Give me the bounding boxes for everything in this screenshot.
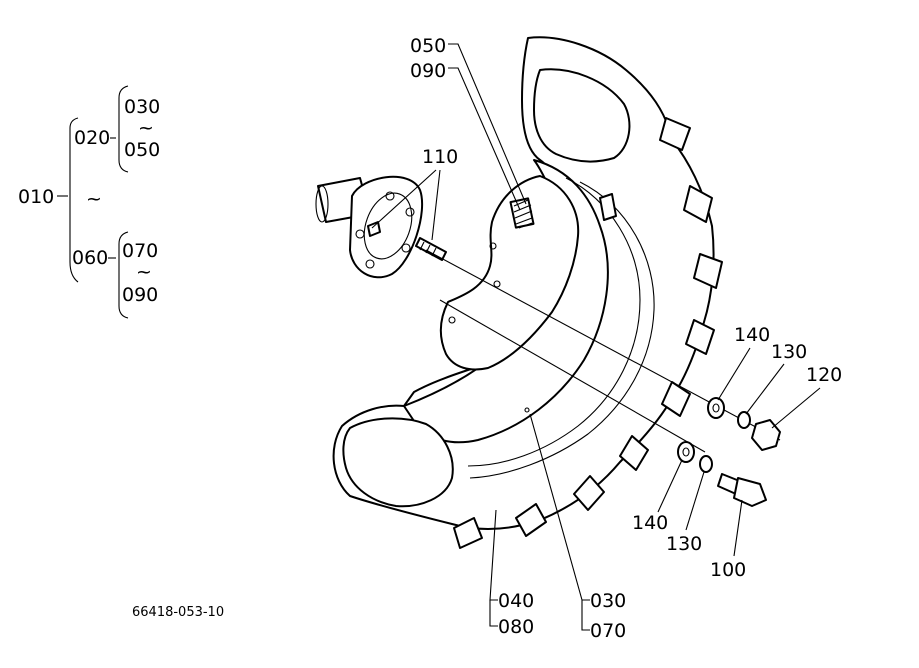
disc-center-point [524, 407, 530, 413]
lock-washer-130-lower [699, 455, 713, 473]
valve-hatch [513, 199, 533, 229]
disc-bolt-hole [493, 280, 501, 288]
callout-140-upper: 140 [734, 324, 770, 346]
assembly-axis-lower [439, 299, 706, 453]
washer-hole [682, 447, 690, 457]
wheel-lug [659, 117, 691, 151]
washer-140-lower [677, 441, 695, 463]
stud-bolt-thread [419, 241, 437, 257]
callouts: 050 090 110 140 130 120 140 130 100 040 … [371, 35, 842, 642]
bolt-100-head [733, 477, 767, 507]
callout-130-upper: 130 [771, 341, 807, 363]
tree-group-a-tilde: ~ [138, 117, 154, 139]
wheel-lug [453, 517, 483, 549]
callout-140-lower: 140 [632, 512, 668, 534]
wheel-lug-upper [533, 68, 631, 163]
tree-root-brace [69, 117, 79, 283]
wheel-lug-lower [342, 417, 454, 508]
wheel-rim-band-outer [469, 181, 655, 479]
leader-090 [448, 67, 521, 211]
stud-bolt-110 [415, 237, 447, 261]
leader-130-lower [685, 471, 705, 531]
tree-root-label: 010 [18, 186, 54, 208]
wheel-lug [573, 475, 605, 511]
tree-root-tilde: ~ [86, 188, 102, 210]
leader-110-b [431, 169, 441, 241]
washer-140-upper [707, 397, 725, 419]
callout-120: 120 [806, 364, 842, 386]
hub-bolt-hole [355, 229, 365, 239]
callout-040: 040 [498, 590, 534, 612]
valve-stem [599, 193, 617, 221]
tree-group-b-label: 060 [72, 247, 108, 269]
leader-110-a [371, 169, 437, 229]
wheel-lug [683, 185, 713, 223]
washer-hole [712, 403, 720, 413]
drawing-number: 66418-053-10 [132, 605, 224, 620]
callout-030: 030 [590, 590, 626, 612]
callout-130-lower: 130 [666, 533, 702, 555]
tree-group-b-to: 090 [122, 284, 158, 306]
callout-080: 080 [498, 616, 534, 638]
wheel-lug [693, 253, 723, 289]
tree-group-b-tilde: ~ [136, 261, 152, 283]
leader-140-upper [717, 347, 751, 401]
wheel-assembly [332, 36, 723, 549]
tree-group-a-label: 020 [74, 127, 110, 149]
fasteners [677, 397, 781, 507]
leader-080 [489, 600, 498, 627]
axle-shaft-end [315, 185, 329, 223]
hub-bolt-hole [385, 191, 395, 201]
hub-center [363, 192, 413, 260]
leader-070 [581, 600, 590, 631]
axle-hub [315, 175, 424, 279]
callout-090: 090 [410, 60, 446, 82]
callout-100: 100 [710, 559, 746, 581]
tree-group-b-from: 070 [122, 240, 158, 262]
tree-group-b-brace [118, 231, 129, 319]
wheel-disc-face [440, 175, 580, 371]
tree-group-a-from: 030 [124, 96, 160, 118]
disc-bolt-hole [489, 242, 497, 250]
callout-070: 070 [590, 620, 626, 642]
wheel-lug [685, 319, 715, 355]
wheel-lug [661, 381, 691, 417]
leader-100 [733, 499, 743, 557]
lock-washer-130-upper [737, 411, 751, 429]
hub-bolt-hole [401, 243, 411, 253]
leader-140-lower [657, 459, 683, 513]
leader-130-upper [745, 363, 785, 415]
hub-bolt-hole [405, 207, 415, 217]
callout-050: 050 [410, 35, 446, 57]
wheel-lug [515, 503, 547, 537]
assembly-tree: 010 ~ 020 030 ~ 050 060 070 ~ 090 [18, 85, 160, 319]
tree-group-a-to: 050 [124, 139, 160, 161]
disc-bolt-hole [448, 316, 456, 324]
hub-flange [349, 175, 424, 279]
tree-group-a-brace [118, 85, 129, 173]
leader-050 [448, 43, 527, 205]
leader-120 [771, 387, 821, 429]
wheel-lug [619, 435, 649, 471]
hub-bolt-hole [365, 259, 375, 269]
wheel-rim-band [467, 177, 641, 467]
hub-stud [367, 221, 381, 237]
callout-110: 110 [422, 146, 458, 168]
